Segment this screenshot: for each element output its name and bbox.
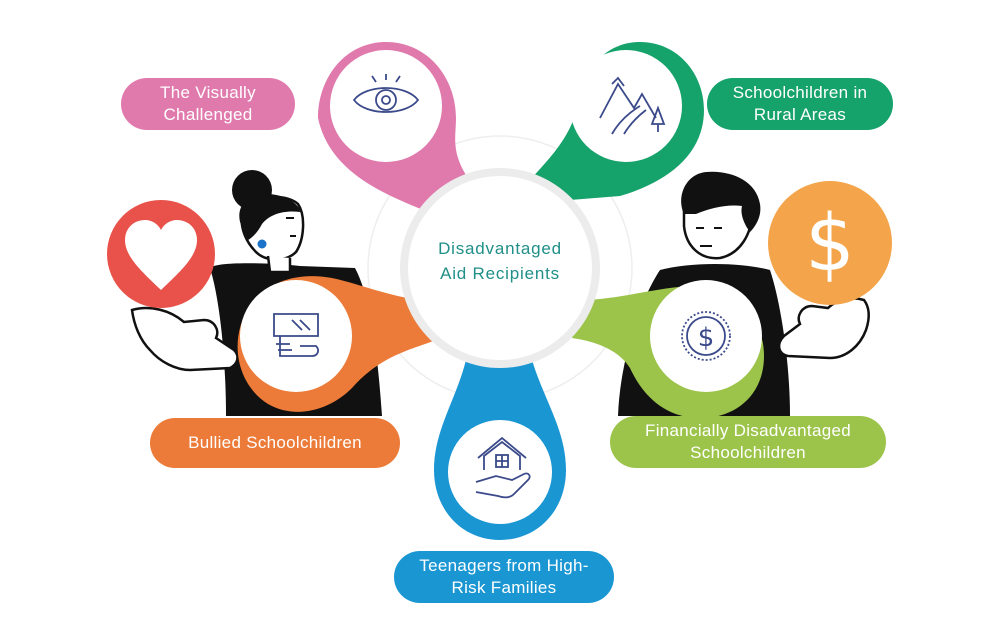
label-line2: Challenged: [163, 105, 253, 124]
petal-fin: $: [572, 280, 764, 419]
label-line1: Bullied Schoolchildren: [188, 433, 362, 452]
label-line1: Financially Disadvantaged: [645, 421, 851, 440]
label-line1: The Visually: [160, 83, 256, 102]
petal-rural: [530, 42, 704, 200]
center-label-line1: Disadvantaged: [438, 239, 562, 258]
svg-text:$: $: [698, 323, 715, 353]
eye-icon: [352, 74, 420, 113]
petal-teen: [434, 360, 566, 540]
label-line2: Schoolchildren: [690, 443, 806, 462]
center-label: Disadvantaged Aid Recipients: [412, 236, 588, 286]
center-disc: [408, 176, 592, 360]
house-in-hand-icon: [475, 436, 531, 499]
dollar-badge: $: [768, 181, 892, 305]
petal-bullied: [237, 276, 436, 412]
dollar-coin-icon: $: [681, 311, 731, 361]
label-line1: Teenagers from High-: [419, 556, 589, 575]
petal-visual: [318, 42, 482, 212]
label-rural-schoolchildren: Schoolchildren in Rural Areas: [707, 78, 893, 130]
label-line2: Rural Areas: [753, 105, 847, 124]
handshake-icon: [273, 313, 319, 357]
center-label-line2: Aid Recipients: [440, 264, 560, 283]
label-line1: Schoolchildren in: [732, 83, 868, 102]
heart-icon: [125, 220, 197, 290]
dollar-icon: $: [805, 199, 855, 289]
label-line2: Risk Families: [451, 578, 557, 597]
mountains-road-icon: [599, 76, 666, 135]
heart-badge: [107, 200, 215, 308]
label-bullied-schoolchildren: Bullied Schoolchildren: [150, 418, 400, 468]
label-high-risk-teenagers: Teenagers from High- Risk Families: [394, 551, 614, 603]
